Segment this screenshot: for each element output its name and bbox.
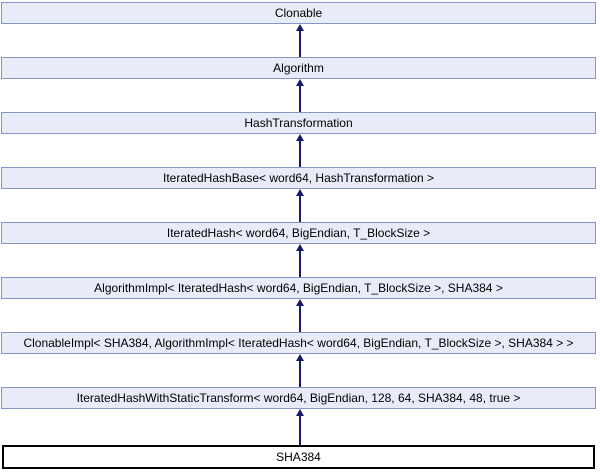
class-node-iteratedhash[interactable]: IteratedHash< word64, BigEndian, T_Block… [1,222,596,244]
arrow-up-icon [296,244,304,251]
arrow-up-icon [296,79,304,86]
arrow-line [299,141,301,167]
arrow-up-icon [296,24,304,31]
inheritance-arrow-5 [295,244,305,277]
arrow-line [299,31,301,57]
arrow-up-icon [296,299,304,306]
class-node-algorithmimpl[interactable]: AlgorithmImpl< IteratedHash< word64, Big… [1,277,596,299]
inheritance-arrow-3 [295,134,305,167]
arrow-line [299,196,301,222]
arrow-up-icon [296,409,304,416]
inheritance-arrow-6 [295,299,305,332]
class-node-algorithm[interactable]: Algorithm [1,57,596,79]
class-node-iteratedhashwithstatictransform[interactable]: IteratedHashWithStaticTransform< word64,… [1,387,596,409]
class-node-sha384: SHA384 [2,445,595,469]
inheritance-arrow-8 [295,409,305,445]
arrow-line [299,306,301,332]
arrow-up-icon [296,134,304,141]
inheritance-arrow-7 [295,354,305,387]
arrow-line [299,86,301,112]
arrow-line [299,361,301,387]
inheritance-arrow-2 [295,79,305,112]
class-node-iteratedhashbase[interactable]: IteratedHashBase< word64, HashTransforma… [1,167,596,189]
arrow-line [299,251,301,277]
arrow-up-icon [296,189,304,196]
class-node-clonable[interactable]: Clonable [1,2,596,24]
arrow-up-icon [296,354,304,361]
inheritance-arrow-4 [295,189,305,222]
inheritance-arrow-1 [295,24,305,57]
class-node-clonableimpl[interactable]: ClonableImpl< SHA384, AlgorithmImpl< Ite… [1,332,596,354]
class-node-hashtransformation[interactable]: HashTransformation [1,112,596,134]
arrow-line [299,416,301,445]
